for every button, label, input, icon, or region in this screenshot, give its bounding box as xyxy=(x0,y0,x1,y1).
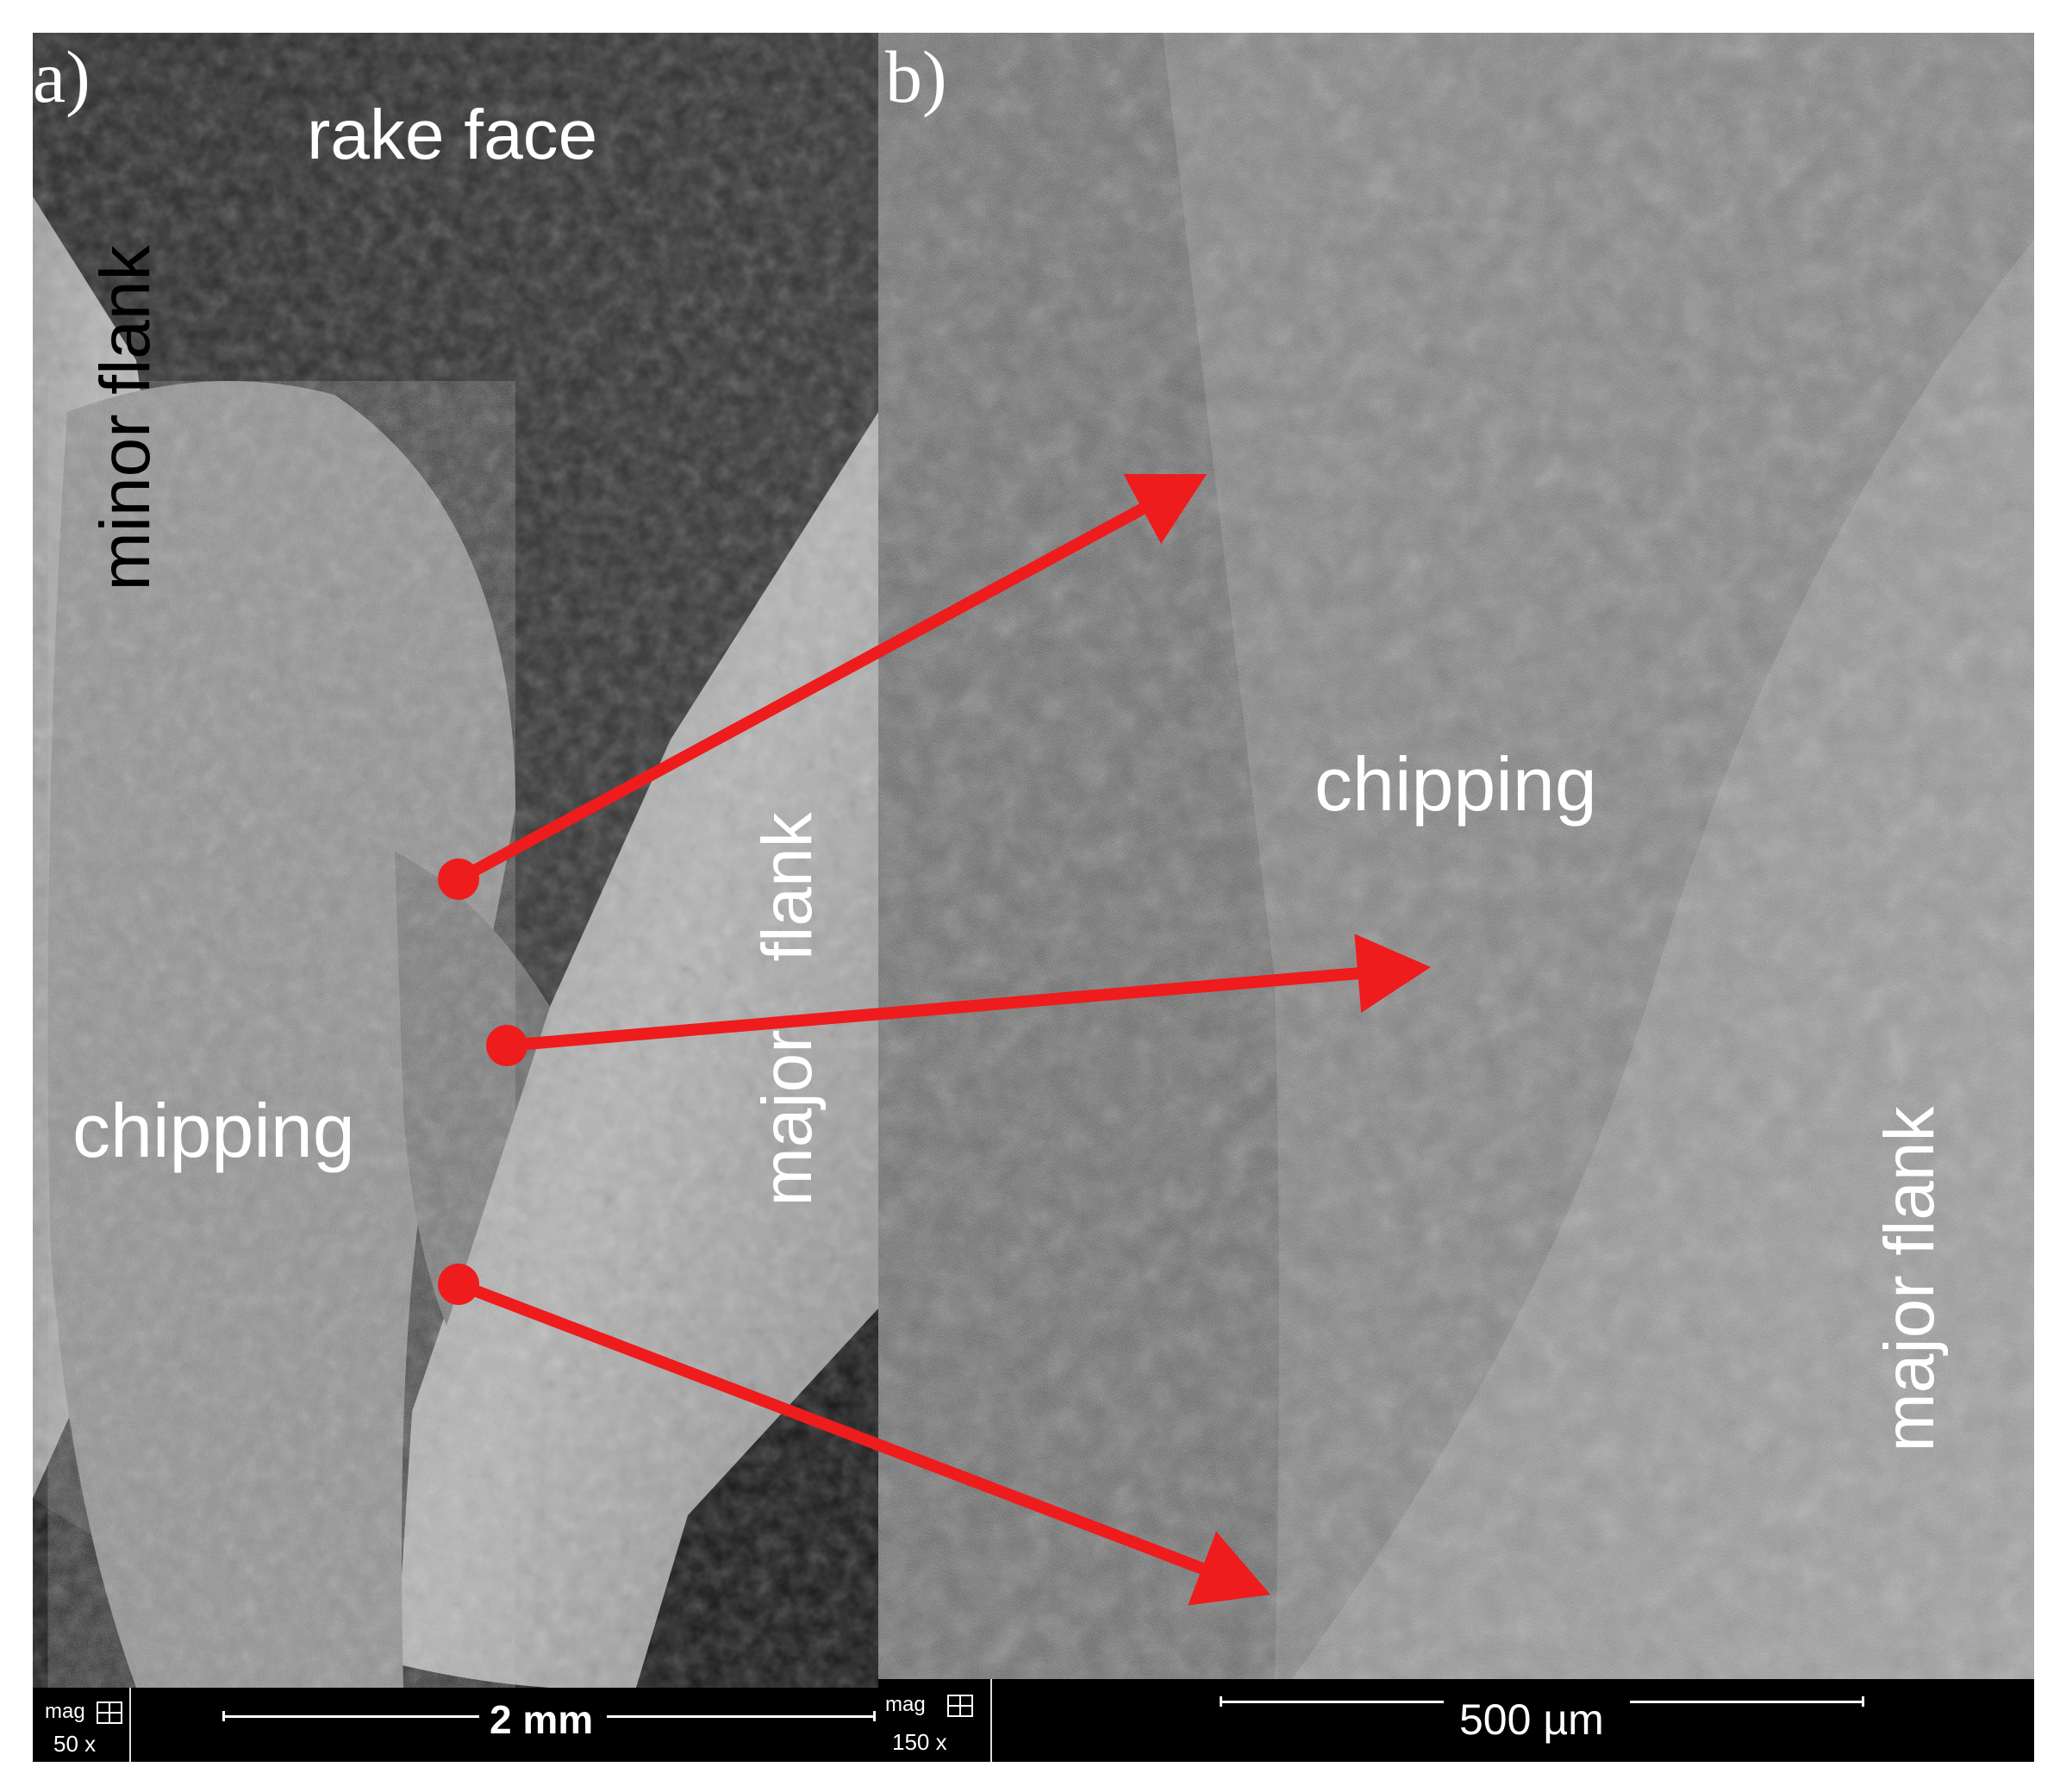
scale-line-left-a xyxy=(222,1715,479,1718)
scale-line-right-b xyxy=(1630,1701,1864,1703)
scale-tick-right-b xyxy=(1862,1696,1864,1707)
mag-box-b: mag 150 x xyxy=(878,1679,992,1762)
scale-line-left-b xyxy=(1220,1701,1444,1703)
scale-bar-a: mag 50 x 2 mm xyxy=(33,1688,878,1762)
scale-text-a: 2 mm xyxy=(490,1697,594,1742)
scale-bar-b: mag 150 x 500 µm xyxy=(878,1679,2034,1762)
panel-b-letter: b) xyxy=(885,35,947,118)
label-flank: flank xyxy=(748,812,827,962)
mag-box-a: mag 50 x xyxy=(33,1688,131,1762)
mag-value-b: 150 x xyxy=(892,1729,947,1755)
label-major: major xyxy=(748,1029,827,1207)
label-chipping-b: chipping xyxy=(1314,741,1597,827)
label-rake-face: rake face xyxy=(307,96,598,174)
label-chipping-a: chipping xyxy=(72,1088,355,1173)
grid-icon xyxy=(97,1701,122,1724)
scale-line-right-a xyxy=(607,1715,876,1718)
sem-image-b xyxy=(878,33,2034,1679)
mag-label-a: mag xyxy=(45,1700,85,1723)
scale-tick-right-a xyxy=(873,1711,876,1721)
scale-text-b: 500 µm xyxy=(1459,1695,1604,1744)
panel-a-letter: a) xyxy=(33,35,91,118)
mag-label-b: mag xyxy=(885,1693,926,1716)
sem-panel-b: b) chipping major flank xyxy=(878,33,2034,1679)
sem-panel-a: a) rake face minor flank flank major chi… xyxy=(33,33,878,1688)
label-major-flank-b: major flank xyxy=(1870,1106,1949,1452)
label-minor-flank: minor flank xyxy=(86,245,165,591)
mag-value-a: 50 x xyxy=(53,1731,97,1757)
grid-icon xyxy=(947,1695,973,1717)
